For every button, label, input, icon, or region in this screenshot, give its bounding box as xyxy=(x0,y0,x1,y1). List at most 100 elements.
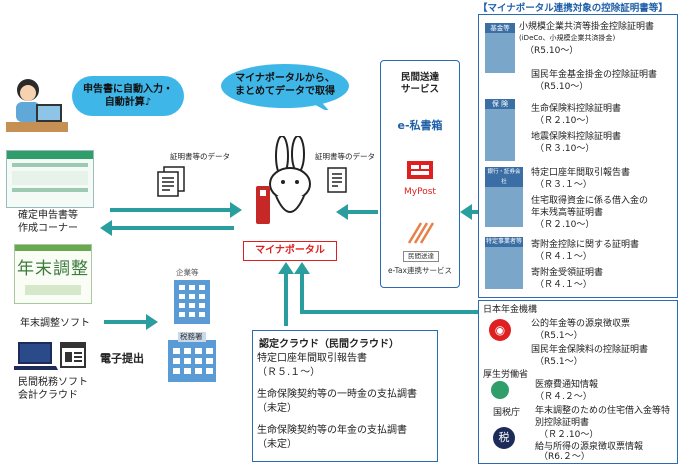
nenkin-item1-title: 公的年金等の源泉徴収票 xyxy=(531,319,631,329)
nenmatsu-app-image: 年末調整 xyxy=(14,244,92,304)
software-label-1: 民間税務ソフト xyxy=(18,377,88,388)
arrowhead-right-1 xyxy=(230,202,242,218)
g4-item1-date: （Ｒ４.１～） xyxy=(535,252,592,262)
cloud-title: 認定クラウド（民間クラウド） xyxy=(259,339,399,350)
auto-input-bubble-text: 申告書に自動入力・ 自動計算♪ xyxy=(83,84,173,108)
company-label: 企業等 xyxy=(176,268,199,277)
g1-item2-title: 国民年金基金掛金の控除証明書 xyxy=(531,70,658,80)
fund-building-icon: 基金等 xyxy=(485,23,515,73)
delivery-services-panel: 民間送達 サービス e-私書箱 MyPost 民間送達 e-Tax連携サービス xyxy=(380,60,460,288)
mhlw-header: 厚生労働省 xyxy=(483,370,529,380)
arrowhead-left-1 xyxy=(100,220,112,236)
public-org-connector-vertical xyxy=(300,270,304,314)
g2-item1-date: （Ｒ２.10～） xyxy=(535,116,595,126)
specific-business-label: 特定事業者等 xyxy=(485,237,523,247)
laptop-icon xyxy=(14,340,58,372)
arrowhead-left-3 xyxy=(460,204,472,220)
g3-item2-title: 住宅取得資金に係る借入金の xyxy=(531,196,649,206)
nta-item2-title: 給与所得の源泉徴収票情報 xyxy=(535,442,644,452)
mhlw-item1-title: 医療費通知情報 xyxy=(535,380,599,390)
public-orgs-panel: 日本年金機構 ◉ 公的年金等の源泉徴収票 （R5.1～） 国民年金保険料の控除証… xyxy=(478,300,678,464)
nta-item1-date: （Ｒ２.10～） xyxy=(539,430,599,440)
portal-bubble: マイナポータルから、 まとめてデータで取得 xyxy=(220,62,350,110)
g3-item2-date: （Ｒ２.10～） xyxy=(535,220,595,230)
certified-cloud-panel: 認定クラウド（民間クラウド） 特定口座年間取引報告書 （Ｒ５.１～） 生命保険契… xyxy=(252,330,438,462)
document-icon-right xyxy=(326,166,348,194)
nta-header: 国税庁 xyxy=(493,408,521,418)
bank-building-label: 銀行・証券会社 xyxy=(485,167,523,187)
arrow-to-mynaportal xyxy=(110,208,232,212)
cloud-item-2-title: 生命保険契約等の一時金の支払調書 xyxy=(257,389,417,400)
arrowhead-right-2 xyxy=(146,314,158,330)
company-building-icon xyxy=(170,278,214,324)
arrow-from-mynaportal xyxy=(110,226,234,230)
delivery-to-portal-arrow xyxy=(346,210,378,214)
tax-office-label: 税務署 xyxy=(180,332,203,341)
bank-building-icon: 銀行・証券会社 xyxy=(485,167,523,227)
nenmatsu-label: 年末調整ソフト xyxy=(20,318,90,329)
g4-item2-title: 寄附金受領証明書 xyxy=(531,268,604,278)
insurance-building-label: 保 険 xyxy=(485,99,515,109)
g2-item1-title: 生命保険料控除証明書 xyxy=(531,104,622,114)
tax-office-building-icon: 税務署 xyxy=(164,332,220,382)
software-label-2: 会計クラウド xyxy=(18,390,78,401)
target-docs-title: 【マイナポータル連携対象の控除証明書等】 xyxy=(478,3,668,14)
nenkin-header: 日本年金機構 xyxy=(483,305,538,315)
arrowhead-left-2 xyxy=(336,204,348,220)
public-org-connector-horizontal xyxy=(300,310,478,314)
delivery-title-2: サービス xyxy=(400,84,439,95)
nenmatsu-app-chars: 年末調整 xyxy=(17,259,89,279)
g3-item2-title2: 年末残高等証明書 xyxy=(531,208,604,218)
arrowhead-up-2 xyxy=(294,262,310,274)
fund-building-label: 基金等 xyxy=(485,23,515,33)
nenkin-item1-date: （R5.1～） xyxy=(535,331,583,341)
mypost-icon xyxy=(405,159,435,181)
mynaportal-mascot-icon xyxy=(252,135,324,228)
g4-item1-title: 寄附金控除に関する証明書 xyxy=(531,240,640,250)
nta-item1-title: 年末調整のための住宅借入金等特 xyxy=(535,406,671,416)
g1-item1-title: 小規模企業共済等掛金控除証明書 xyxy=(519,22,655,32)
g4-item2-date: （Ｒ４.１～） xyxy=(535,280,592,290)
portal-bubble-text: マイナポータルから、 まとめてデータで取得 xyxy=(235,73,335,97)
g1-item1-sub: (iDeCo、小規模企業共済掛金) xyxy=(519,34,616,42)
denshi-teishutsu-label: 電子提出 xyxy=(100,352,144,365)
g3-item1-title: 特定口座年間取引報告書 xyxy=(531,168,631,178)
g2-item2-date: （Ｒ３.10～） xyxy=(535,144,595,154)
insurance-building-icon: 保 険 xyxy=(485,99,515,161)
mhlw-logo-icon xyxy=(491,381,509,399)
kakutei-label-2: 作成コーナー xyxy=(18,223,78,234)
issuers-to-delivery-arrow xyxy=(470,210,480,214)
document-window-icon xyxy=(60,342,86,368)
g3-item1-date: （Ｒ３.１～） xyxy=(535,180,592,190)
delivery-title-1: 民間送達 xyxy=(400,72,439,83)
cloud-item-2-date: （未定） xyxy=(257,403,297,414)
target-docs-panel: 基金等 小規模企業共済等掛金控除証明書 (iDeCo、小規模企業共済掛金) （R… xyxy=(478,14,678,298)
kakutei-corner-screenshot xyxy=(6,150,94,208)
g2-item2-title: 地震保険料控除証明書 xyxy=(531,132,622,142)
arrowhead-up-1 xyxy=(278,262,294,274)
g1-item1-date: （R5.10～） xyxy=(525,46,579,56)
eshishobako-logo: e-私書箱 xyxy=(397,119,443,132)
cloud-item-1-title: 特定口座年間取引報告書 xyxy=(257,353,367,364)
doc-data-label-right: 証明書等のデータ xyxy=(315,152,375,161)
doc-data-label-left: 証明書等のデータ xyxy=(170,152,230,161)
g1-item2-date: （R5.10～） xyxy=(535,82,589,92)
nta-item2-date: （R6.２～） xyxy=(539,452,590,462)
cloud-item-3-title: 生命保険契約等の年金の支払調書 xyxy=(257,425,407,436)
etax-stripe-icon xyxy=(405,221,435,245)
auto-input-bubble: 申告書に自動入力・ 自動計算♪ xyxy=(72,76,184,116)
nta-item1-title2: 別控除証明書 xyxy=(535,418,590,428)
mypost-label: MyPost xyxy=(404,187,436,197)
nenkin-item2-date: （R5.1～） xyxy=(535,357,583,367)
nenkin-logo-icon: ◉ xyxy=(489,319,511,341)
cloud-up-arrow xyxy=(284,270,288,326)
nenkin-item2-title: 国民年金保険料の控除証明書 xyxy=(531,345,649,355)
mynaportal-label: マイナポータル xyxy=(243,241,337,261)
nta-logo-icon: 税 xyxy=(493,427,515,449)
electronic-submit-arrow xyxy=(104,320,148,324)
etax-small-badge: 民間送達 xyxy=(403,251,439,262)
specific-business-building-icon: 特定事業者等 xyxy=(485,237,523,289)
mhlw-item1-date: （Ｒ４.２～） xyxy=(535,392,592,402)
cloud-item-1-date: （Ｒ５.１～） xyxy=(257,367,321,378)
kakutei-label-1: 確定申告書等 xyxy=(18,210,78,221)
